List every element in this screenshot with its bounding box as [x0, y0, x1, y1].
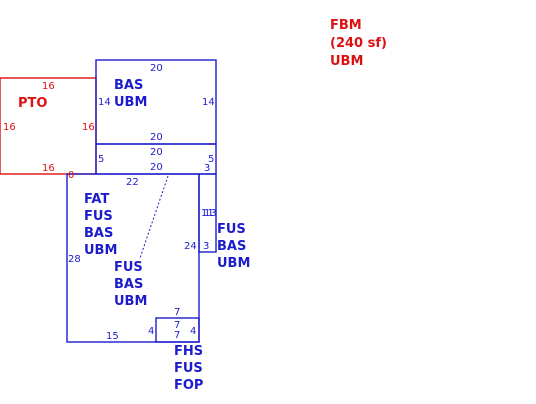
small-dim-mid-bottom: 7	[174, 330, 180, 341]
bas-dim-top: 20	[150, 63, 163, 74]
strip-dim-left: 5	[98, 154, 104, 165]
side-dim-top: 13	[204, 208, 217, 219]
main-corner-dim: 0	[68, 170, 74, 181]
side-block	[198, 173, 217, 253]
side-label-3: UBM	[217, 256, 250, 271]
small-dim-left: 4	[148, 326, 154, 337]
pto-dim-bottom: 16	[42, 163, 55, 174]
pto-dim-left: 16	[3, 122, 16, 133]
strip-dim-right: 5	[208, 154, 214, 165]
pto-label: PTO	[18, 96, 47, 111]
bas-dim-left: 14	[98, 97, 111, 108]
diagonal-line	[139, 175, 169, 259]
main-dim-right: 24	[184, 241, 197, 252]
main-label-2: FUS	[84, 209, 113, 224]
small-label-3: FOP	[174, 378, 203, 393]
bas-block-label-1: BAS	[114, 78, 143, 93]
strip-dim-bottom: 20	[150, 162, 163, 173]
main-label-3: BAS	[84, 226, 113, 241]
main-block	[66, 173, 200, 343]
inner-label-1: FUS	[114, 260, 143, 275]
fbm-label: FBM	[330, 18, 362, 33]
bas-block-label-2: UBM	[114, 95, 147, 110]
small-dim-top: 7	[174, 307, 180, 318]
small-label-1: FHS	[174, 344, 203, 359]
bas-dim-right: 14	[202, 97, 215, 108]
main-dim-top: 22	[126, 177, 139, 188]
strip-dim-right-lower: 3	[204, 163, 210, 174]
inner-label-3: UBM	[114, 294, 147, 309]
small-label-2: FUS	[174, 361, 203, 376]
inner-label-2: BAS	[114, 277, 143, 292]
pto-dim-right: 16	[82, 122, 95, 133]
fbm-ubm-label: UBM	[330, 54, 363, 69]
small-box	[155, 317, 200, 343]
main-dim-bottom: 15	[106, 331, 119, 342]
side-label-2: BAS	[217, 239, 246, 254]
fbm-area-label: (240 sf)	[330, 36, 387, 51]
side-dim-bottom: 3	[203, 241, 209, 252]
main-label-1: FAT	[84, 192, 109, 207]
side-label-1: FUS	[217, 222, 246, 237]
side-dim-top-overlap: 11	[201, 208, 214, 219]
strip-dim-top: 20	[150, 147, 163, 158]
small-dim-mid-top: 7	[174, 320, 180, 331]
pto-dim-top: 16	[42, 81, 55, 92]
bas-dim-bottom: 20	[150, 132, 163, 143]
small-dim-right: 4	[190, 326, 196, 337]
main-dim-left: 28	[68, 254, 81, 265]
main-label-4: UBM	[84, 243, 117, 258]
